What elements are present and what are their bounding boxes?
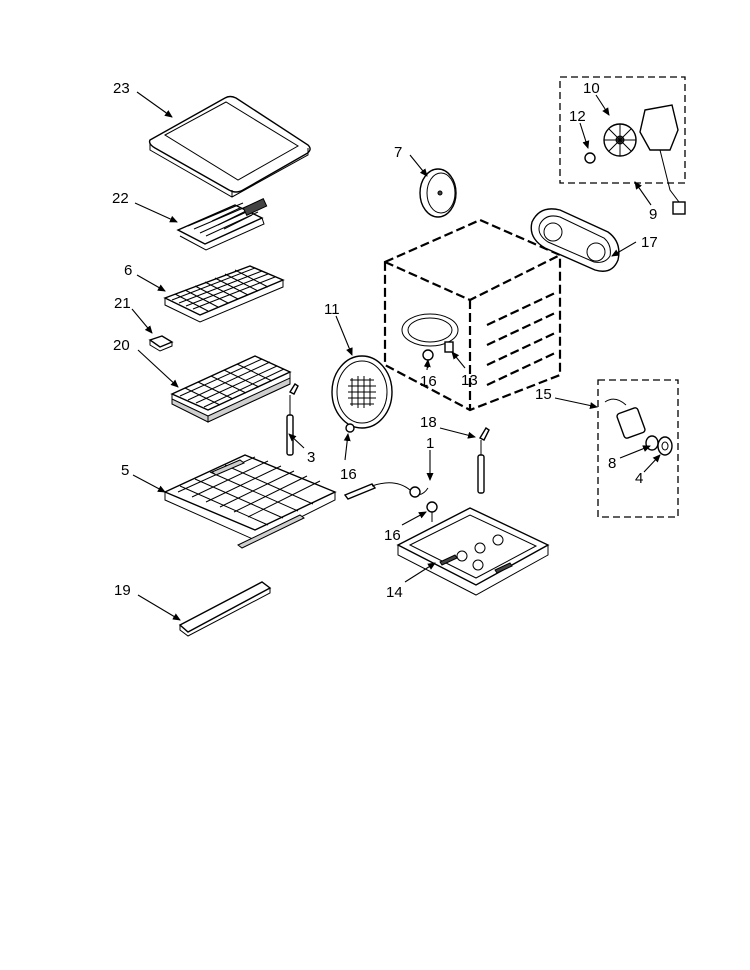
callout-19: 19 xyxy=(114,582,131,599)
part-19-trim-bar xyxy=(178,581,272,637)
callout-11: 11 xyxy=(324,301,340,318)
part-1-sensor xyxy=(343,482,429,500)
callout-12: 12 xyxy=(569,108,586,125)
part-23-glass-tray xyxy=(148,95,311,198)
callout-8: 8 xyxy=(608,455,616,472)
callout-13: 13 xyxy=(461,372,478,389)
leader-lines xyxy=(131,91,661,621)
callout-14: 14 xyxy=(386,584,403,601)
callout-3: 3 xyxy=(307,449,315,466)
callout-15: 15 xyxy=(535,386,552,403)
part-18-probe xyxy=(477,427,490,494)
callout-17: 17 xyxy=(641,234,658,251)
part-5-sliding-rack xyxy=(163,454,337,549)
callout-16-upper: 16 xyxy=(420,373,437,390)
callout-18: 18 xyxy=(420,414,437,431)
part-3-probe xyxy=(286,383,299,456)
callout-5: 5 xyxy=(121,462,129,479)
part-11-fan-cover xyxy=(331,355,393,433)
motor-assembly-group xyxy=(559,76,686,215)
part-14-tray xyxy=(396,507,550,596)
callout-10: 10 xyxy=(583,80,600,97)
callout-6: 6 xyxy=(124,262,132,279)
callout-23: 23 xyxy=(113,80,130,97)
part-13-sensor xyxy=(444,341,454,353)
callout-22: 22 xyxy=(112,190,129,207)
callout-1: 1 xyxy=(426,435,434,452)
callout-20: 20 xyxy=(113,337,130,354)
callout-21: 21 xyxy=(114,295,131,312)
element-assembly-group xyxy=(597,379,679,518)
callout-4: 4 xyxy=(635,470,643,487)
callout-16-middle: 16 xyxy=(340,466,357,483)
part-20-sliding-rack xyxy=(170,355,292,423)
oven-cavity xyxy=(383,218,562,412)
part-21-bracket xyxy=(148,335,174,352)
part-17-panel xyxy=(530,208,620,272)
callout-16-lower: 16 xyxy=(384,527,401,544)
callout-9: 9 xyxy=(649,206,657,223)
part-16-screw-lower xyxy=(426,501,438,522)
part-6-oven-rack xyxy=(163,265,285,323)
part-7-fan-plate xyxy=(419,168,457,218)
callout-7: 7 xyxy=(394,144,402,161)
callout-labels: 23 22 6 21 20 5 19 3 11 16 7 16 13 1 18 … xyxy=(112,80,658,601)
part-22-rack xyxy=(176,198,268,251)
